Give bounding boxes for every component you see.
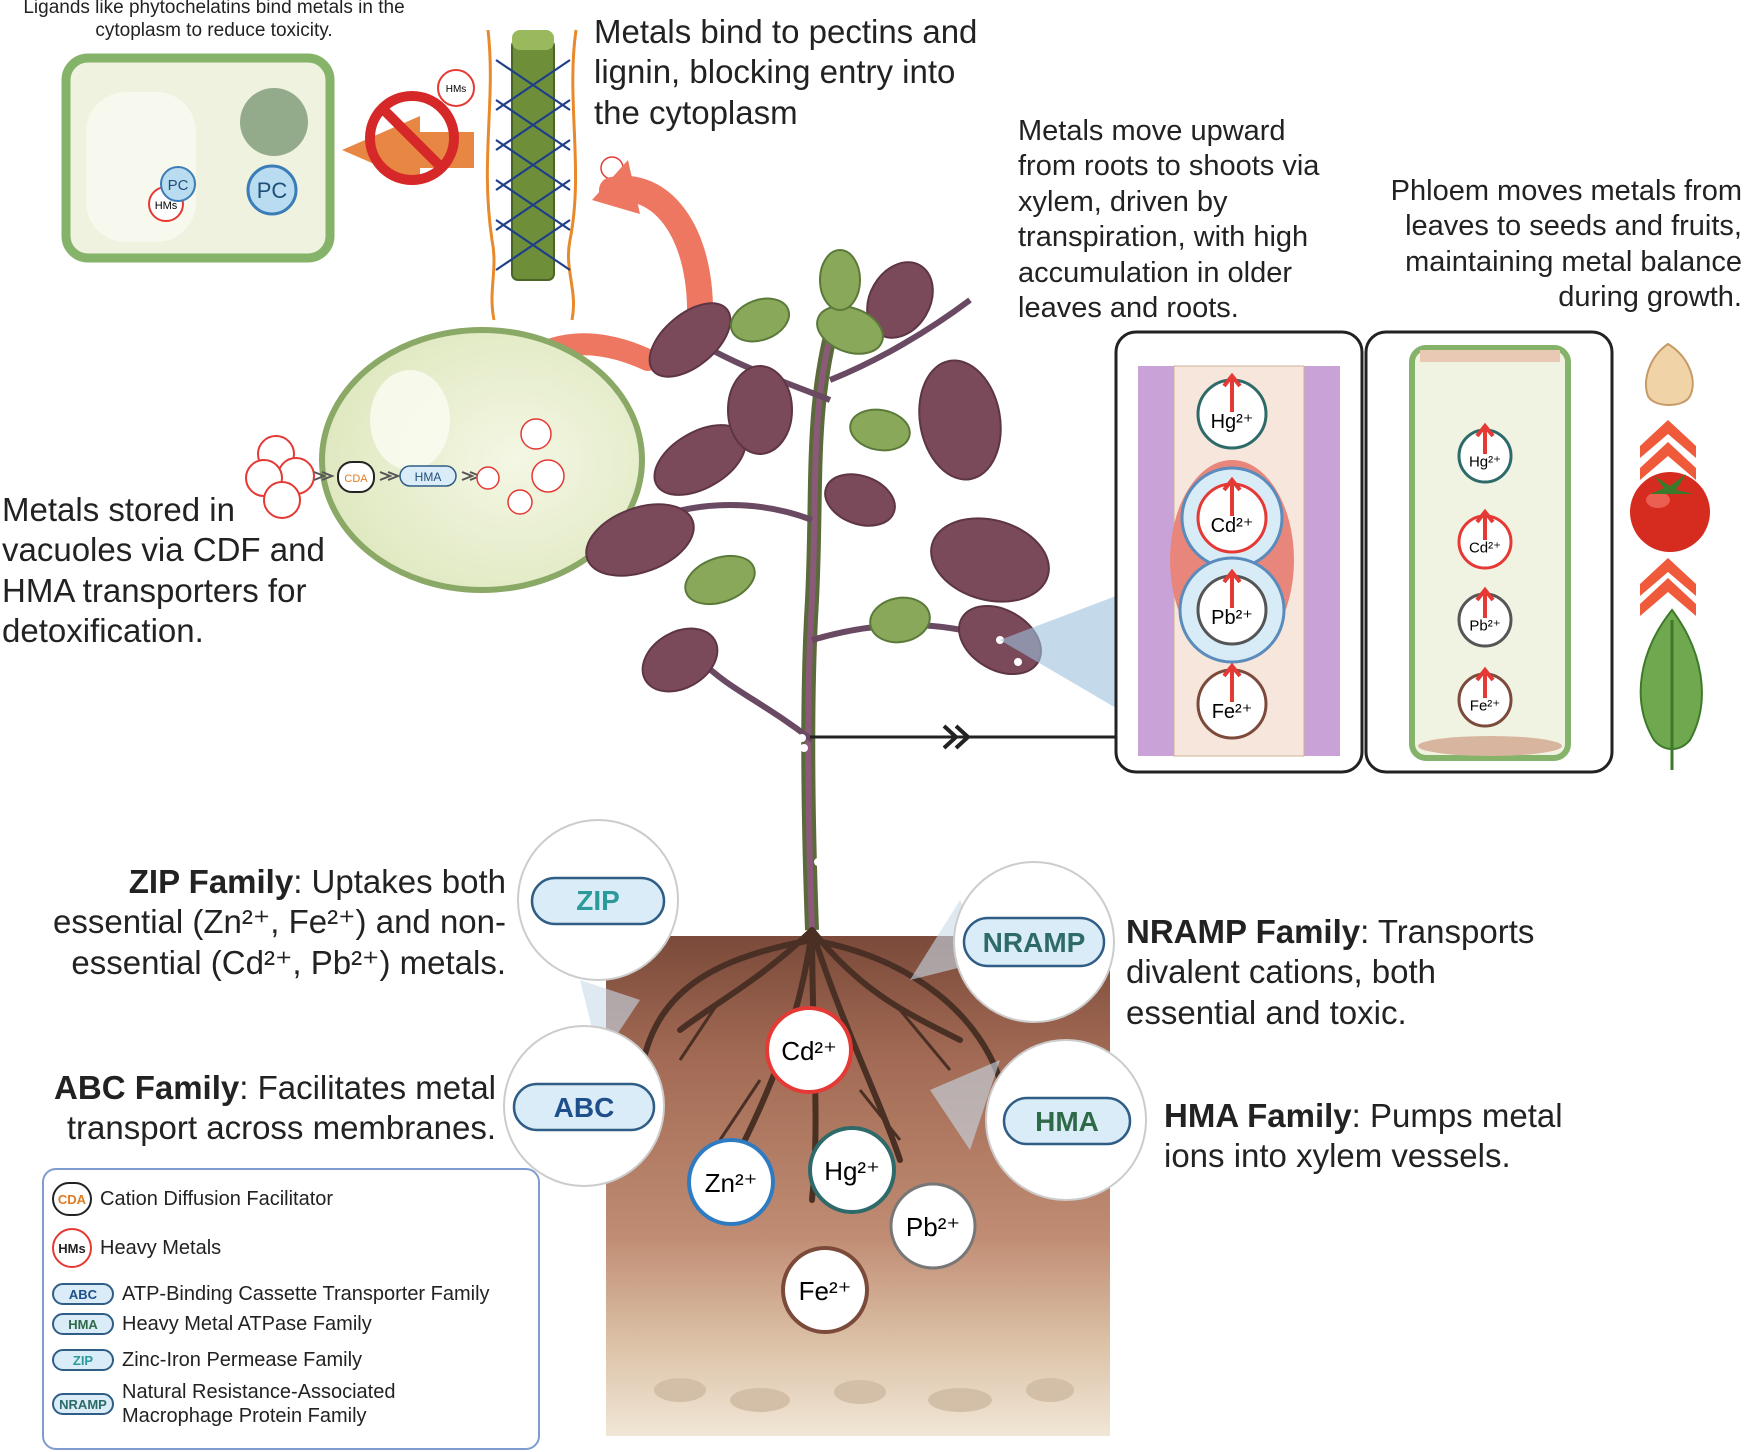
magnifier-nramp: NRAMP xyxy=(953,861,1115,1023)
legend-row: CDA Cation Diffusion Facilitator xyxy=(52,1182,333,1216)
magnifier-zip: ZIP xyxy=(517,819,679,981)
zip-family-desc: : Uptakes both essential (Zn²⁺, Fe²⁺) an… xyxy=(52,863,506,981)
legend-label: ATP-Binding Cassette Transporter Family xyxy=(122,1283,490,1305)
pc-label-large: PC xyxy=(257,178,288,203)
arrow-up-icon xyxy=(1475,666,1495,698)
legend-label: Heavy Metals xyxy=(100,1237,222,1259)
hma-badge-text: HMA xyxy=(1035,1106,1099,1137)
nucleus xyxy=(240,88,308,156)
legend-badge: NRAMP xyxy=(52,1393,114,1415)
legend-row: ABC ATP-Binding Cassette Transporter Fami… xyxy=(52,1282,490,1306)
legend-badge: HMs xyxy=(52,1228,92,1268)
nramp-family-desc: : Transports divalent cations, both esse… xyxy=(1126,913,1535,1031)
legend-label: Heavy Metal ATPase Family xyxy=(122,1313,372,1335)
legend-row: HMA Heavy Metal ATPase Family xyxy=(52,1312,372,1336)
chevron-up-icon xyxy=(1640,420,1696,458)
seed-icon xyxy=(1645,342,1694,406)
xylem-ion-label: Fe²⁺ xyxy=(1212,701,1253,723)
cd-label: Cd²⁺ xyxy=(781,1036,837,1066)
soil-ion-pb: Pb²⁺ xyxy=(889,1182,977,1270)
soil-ion-hg: Hg²⁺ xyxy=(808,1126,896,1214)
arrow-up-icon xyxy=(1222,662,1242,702)
magnifier-hma: HMA xyxy=(985,1039,1147,1201)
tomato-icon xyxy=(1630,472,1710,552)
fe-label: Fe²⁺ xyxy=(799,1276,852,1306)
caption-phloem: Phloem moves metals from leaves to seeds… xyxy=(1390,175,1742,314)
caption-xylem: Metals move upward from roots to shoots … xyxy=(1018,115,1320,324)
abc-family-desc: : Facilitates metal transport across mem… xyxy=(66,1069,496,1147)
legend-label: Cation Diffusion Facilitator xyxy=(100,1188,334,1210)
xylem-ion-label: Cd²⁺ xyxy=(1211,515,1254,537)
caption-nramp-family: NRAMP Family: Transports divalent cation… xyxy=(1126,912,1556,1033)
arrow-up-icon xyxy=(1475,422,1495,454)
phloem-ion-label: Pb²⁺ xyxy=(1469,618,1500,635)
chevron-up-icon-2 xyxy=(1640,558,1696,596)
arrow-up-icon xyxy=(1475,586,1495,618)
xylem-ion-label: Hg²⁺ xyxy=(1211,411,1254,433)
zip-badge-text: ZIP xyxy=(576,885,620,916)
legend-row: HMs Heavy Metals xyxy=(52,1228,221,1268)
hma-family-name: HMA Family xyxy=(1164,1097,1352,1134)
arrow-up-icon xyxy=(1222,476,1242,516)
xylem-ion-label: Pb²⁺ xyxy=(1211,607,1253,629)
arrow-up-icon xyxy=(1475,508,1495,540)
nramp-family-name: NRAMP Family xyxy=(1126,913,1361,950)
cda-transporter xyxy=(337,461,375,493)
cda-label: CDA xyxy=(344,473,368,485)
caption-ligands: Ligands like phytochelatins bind metals … xyxy=(23,0,405,42)
xylem-ions: Hg²⁺ Cd²⁺ Pb²⁺ Fe²⁺ xyxy=(1196,372,1268,740)
hma-label: HMA xyxy=(415,470,442,484)
arrow-up-icon xyxy=(1222,568,1242,608)
caption-vacuoles: Metals stored in vacuoles via CDF and HM… xyxy=(2,491,325,649)
legend-badge: HMA xyxy=(52,1313,114,1335)
zn-label: Zn²⁺ xyxy=(705,1168,758,1198)
fruit-column xyxy=(1630,342,1710,770)
pc-label: PC xyxy=(168,177,189,194)
legend-badge: ABC xyxy=(52,1283,114,1305)
soil-ion-zn: Zn²⁺ xyxy=(687,1138,775,1226)
phloem-ion-label: Fe²⁺ xyxy=(1470,698,1500,715)
magnifier-abc: ABC xyxy=(503,1025,665,1187)
phloem-ions: Hg²⁺ Cd²⁺ Pb²⁺ Fe²⁺ xyxy=(1457,422,1513,728)
phloem-ion-label: Cd²⁺ xyxy=(1469,540,1501,557)
abc-family-name: ABC Family xyxy=(54,1069,240,1106)
arrow-up-icon xyxy=(1222,372,1242,412)
caption-abc-family: ABC Family: Facilitates metal transport … xyxy=(40,1068,496,1149)
caption-zip-family: ZIP Family: Uptakes both essential (Zn²⁺… xyxy=(40,862,506,983)
abc-badge-text: ABC xyxy=(554,1092,615,1123)
hms-label-2: HMs xyxy=(446,84,467,95)
soil-ion-fe: Fe²⁺ xyxy=(781,1246,869,1334)
phloem-ion-label: Hg²⁺ xyxy=(1469,454,1501,471)
legend-badge: ZIP xyxy=(52,1349,114,1371)
legend-row: ZIP Zinc-Iron Permease Family xyxy=(52,1348,362,1372)
hg-label: Hg²⁺ xyxy=(824,1156,880,1186)
no-entry-icon xyxy=(365,91,459,185)
hms-label: HMs xyxy=(155,200,178,212)
cell-wall-fiber xyxy=(485,29,624,321)
legend-badge: CDA xyxy=(52,1182,92,1216)
legend-label: Zinc-Iron Permease Family xyxy=(122,1349,363,1371)
hma-family-desc: : Pumps metal ions into xylem vessels. xyxy=(1164,1097,1563,1175)
pc-hms-complex: HMs PC xyxy=(148,166,196,222)
pc-molecule xyxy=(246,164,298,216)
caption-pectins: Metals bind to pectins and lignin, block… xyxy=(594,13,978,131)
hma-transporter xyxy=(399,465,457,487)
zoom-cone xyxy=(1000,596,1116,708)
phytochelatin-cell: HMs PC PC xyxy=(61,53,335,263)
zip-family-name: ZIP Family xyxy=(128,863,294,900)
caption-hma-family: HMA Family: Pumps metal ions into xylem … xyxy=(1164,1096,1584,1177)
hms-cluster xyxy=(245,435,315,519)
nramp-badge-text: NRAMP xyxy=(983,927,1086,958)
legend-row: NRAMP Natural Resistance-Associated Macro… xyxy=(52,1380,422,1428)
soil-ion-cd: Cd²⁺ xyxy=(765,1006,853,1094)
vacuole-cell xyxy=(319,327,645,593)
legend-label: Natural Resistance-Associated Macrophage… xyxy=(122,1381,396,1427)
blocked-entry-arrow xyxy=(342,91,474,185)
pb-label: Pb²⁺ xyxy=(906,1212,960,1242)
